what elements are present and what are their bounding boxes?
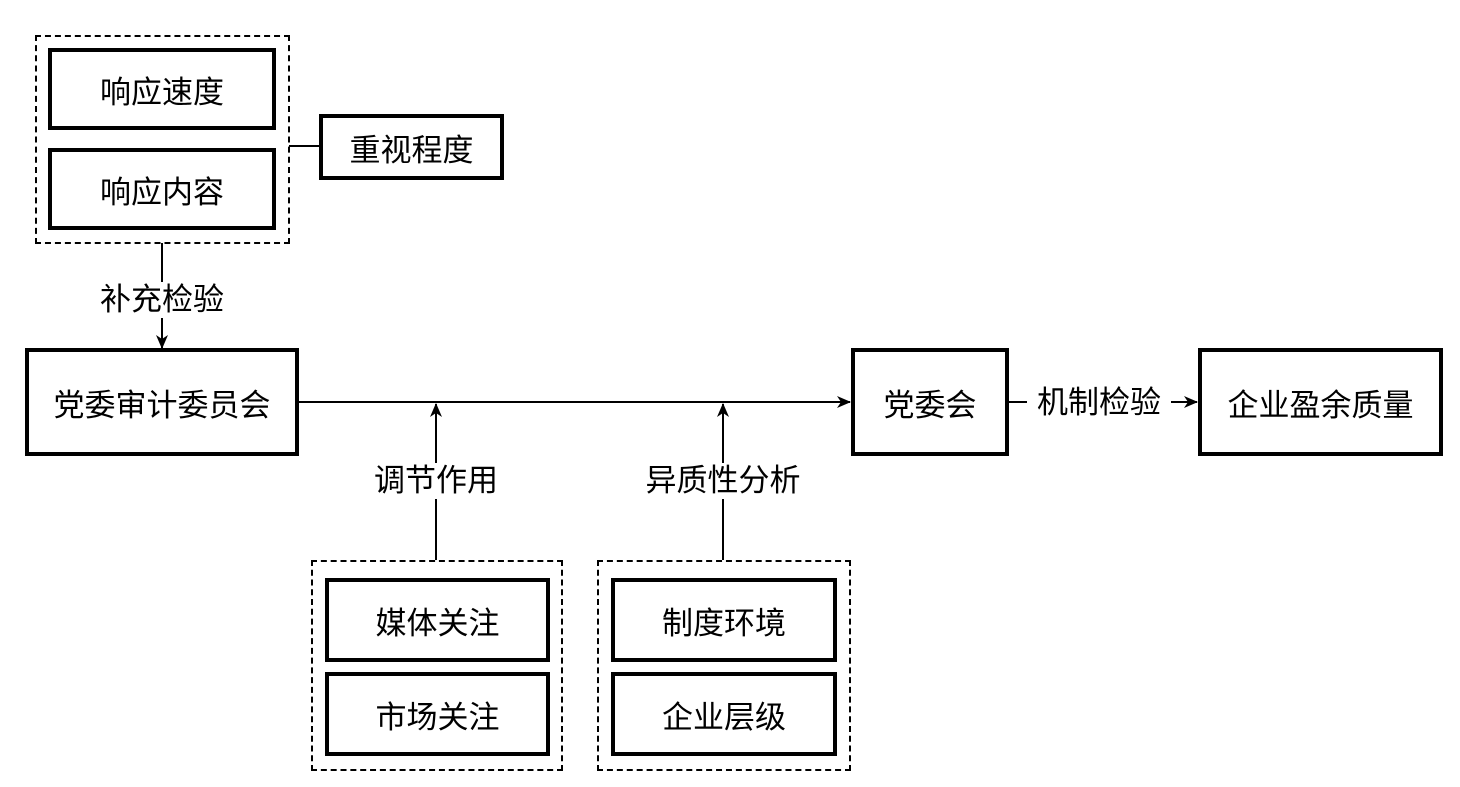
institutional-environment-box: 制度环境	[611, 578, 837, 662]
media-attention-box: 媒体关注	[325, 578, 550, 662]
moderation-label: 调节作用	[356, 463, 516, 499]
market-attention-box: 市场关注	[325, 672, 550, 756]
supplement-label: 补充检验	[92, 282, 232, 318]
earnings-quality-box: 企业盈余质量	[1198, 348, 1443, 456]
response-speed-box: 响应速度	[48, 48, 276, 130]
party-committee-box: 党委会	[851, 348, 1009, 456]
response-group	[35, 35, 290, 244]
mechanism-label: 机制检验	[1027, 385, 1171, 421]
importance-box: 重视程度	[319, 114, 504, 180]
heterogeneity-group	[597, 560, 851, 771]
response-content-box: 响应内容	[48, 148, 276, 230]
moderation-group	[311, 560, 563, 771]
audit-committee-box: 党委审计委员会	[25, 348, 299, 456]
heterogeneity-label: 异质性分析	[633, 463, 813, 499]
enterprise-level-box: 企业层级	[611, 672, 837, 756]
